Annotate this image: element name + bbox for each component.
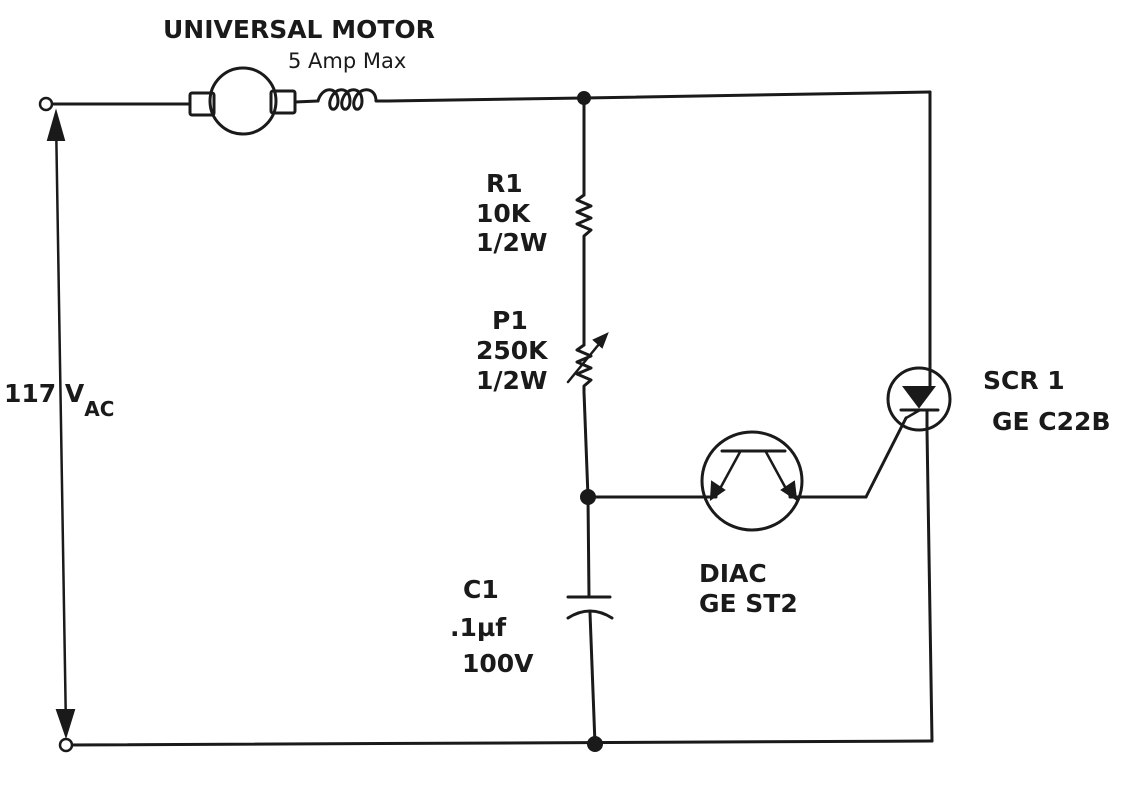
wire-p1-node	[582, 390, 590, 499]
terminal-top-left	[38, 96, 54, 112]
c1-voltage: 100V	[462, 649, 534, 678]
terminals	[38, 91, 603, 753]
motor-armature	[208, 66, 278, 136]
supply-voltage-label: 117 VAC	[4, 379, 114, 421]
potentiometer-arrow	[566, 336, 606, 384]
universal-motor	[188, 66, 320, 136]
wire-c1-bottom	[588, 611, 597, 746]
p1-name: P1	[492, 306, 528, 335]
c1-name: C1	[463, 575, 499, 604]
potentiometer-p1	[566, 332, 609, 394]
capacitor-c1	[566, 595, 614, 620]
diac-name: DIAC	[699, 559, 767, 588]
diac-envelope	[700, 430, 804, 532]
supply-voltage-subscript: AC	[84, 397, 114, 421]
scr-symbol	[886, 366, 952, 432]
wiring	[50, 90, 934, 747]
junction-dot-top	[577, 91, 591, 105]
r1-name: R1	[486, 169, 523, 198]
wire-scr-bottom	[925, 428, 934, 743]
p1-value: 250K	[476, 336, 549, 365]
scr-envelope	[886, 366, 952, 432]
r1-power: 1/2W	[476, 228, 548, 257]
wire-bottom	[64, 739, 934, 747]
r1-value: 10K	[476, 199, 532, 228]
p1-power: 1/2W	[476, 366, 548, 395]
wire-top-right	[582, 90, 932, 100]
scr-name: SCR 1	[983, 366, 1065, 395]
terminal-bottom-left	[58, 737, 74, 753]
motor-title: UNIVERSAL MOTOR	[163, 15, 435, 44]
diac-part: GE ST2	[699, 589, 798, 618]
supply-voltage-arrow	[46, 108, 76, 740]
c1-value: .1µf	[450, 613, 507, 642]
diac-symbol	[700, 430, 804, 532]
wire-node-c1	[586, 495, 591, 599]
junction-dot-bottom	[587, 736, 603, 752]
junction-dot-middle	[580, 489, 596, 505]
supply-voltage-value: 117 V	[4, 379, 85, 408]
scr-diode-triangle	[902, 386, 936, 409]
motor-rating: 5 Amp Max	[288, 49, 406, 73]
labels: UNIVERSAL MOTOR 5 Amp Max 117 VAC R1 10K…	[4, 15, 1111, 678]
wire-top-mid	[386, 96, 586, 103]
resistor-r1	[575, 193, 593, 242]
wire-gate	[864, 416, 908, 499]
field-winding-inductor	[316, 88, 390, 111]
scr-part: GE C22B	[992, 407, 1111, 436]
